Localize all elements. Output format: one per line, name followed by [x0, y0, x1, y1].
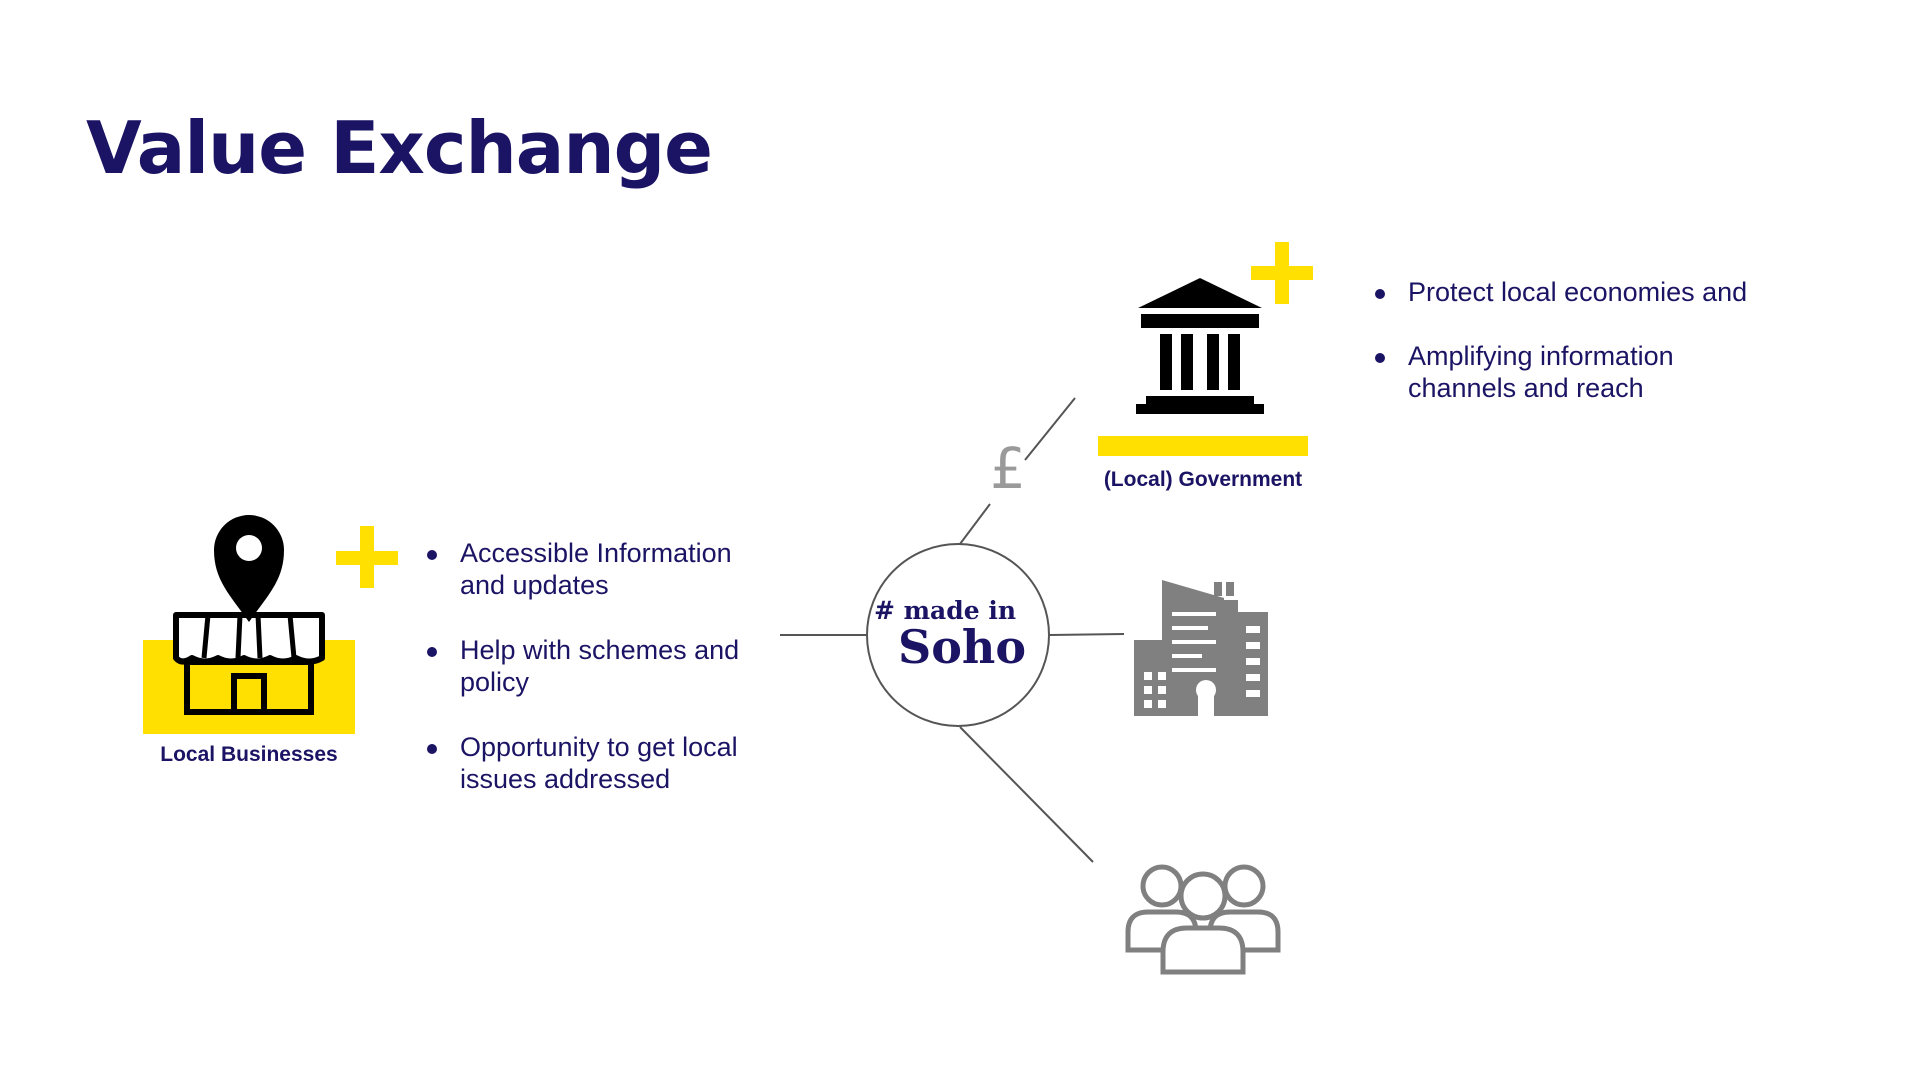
- shop-with-location-pin-icon: [143, 515, 398, 734]
- bullet-line: issues addressed: [460, 764, 671, 794]
- bullet-line: Amplifying information: [1408, 341, 1674, 371]
- government-building-icon: [1098, 242, 1313, 456]
- bullet-line: Opportunity to get local: [460, 732, 738, 762]
- bullet-line: channels and reach: [1408, 373, 1644, 403]
- connector-hub-to-government-lower: [959, 503, 991, 545]
- hub-label-line2: Soho: [898, 620, 1026, 674]
- list-item: Amplifying information channels and reac…: [1374, 340, 1747, 404]
- people-group-icon: [1125, 864, 1281, 975]
- bullet-line: and updates: [460, 570, 609, 600]
- government-bullet-list: Protect local economies and Amplifying i…: [1374, 276, 1747, 437]
- bullet-line: Help with schemes and: [460, 635, 740, 665]
- office-buildings-icon: [1134, 580, 1268, 716]
- connector-hub-to-government-upper: [1024, 397, 1076, 461]
- pound-sign-icon: £: [990, 437, 1026, 502]
- connector-lines: [780, 397, 1125, 863]
- bullet-line: Accessible Information: [460, 538, 732, 568]
- bullet-line: policy: [460, 667, 530, 697]
- list-item: Opportunity to get local issues addresse…: [426, 731, 739, 795]
- government-label: (Local) Government: [1103, 468, 1303, 491]
- local-businesses-bullet-list: Accessible Information and updates Help …: [426, 537, 739, 828]
- list-item: Accessible Information and updates: [426, 537, 739, 601]
- hub-made-in-soho: # made in Soho: [866, 543, 1050, 727]
- hub-label-line1: # made in: [874, 596, 1016, 625]
- list-item: Protect local economies and: [1374, 276, 1747, 308]
- bullet-line: Protect local economies and: [1408, 277, 1748, 307]
- list-item: Help with schemes and policy: [426, 634, 739, 698]
- connector-hub-to-corporate: [1049, 633, 1125, 636]
- local-businesses-label: Local Businesses: [160, 743, 338, 766]
- connector-hub-to-community: [959, 726, 1094, 863]
- page-title: Value Exchange: [86, 106, 713, 190]
